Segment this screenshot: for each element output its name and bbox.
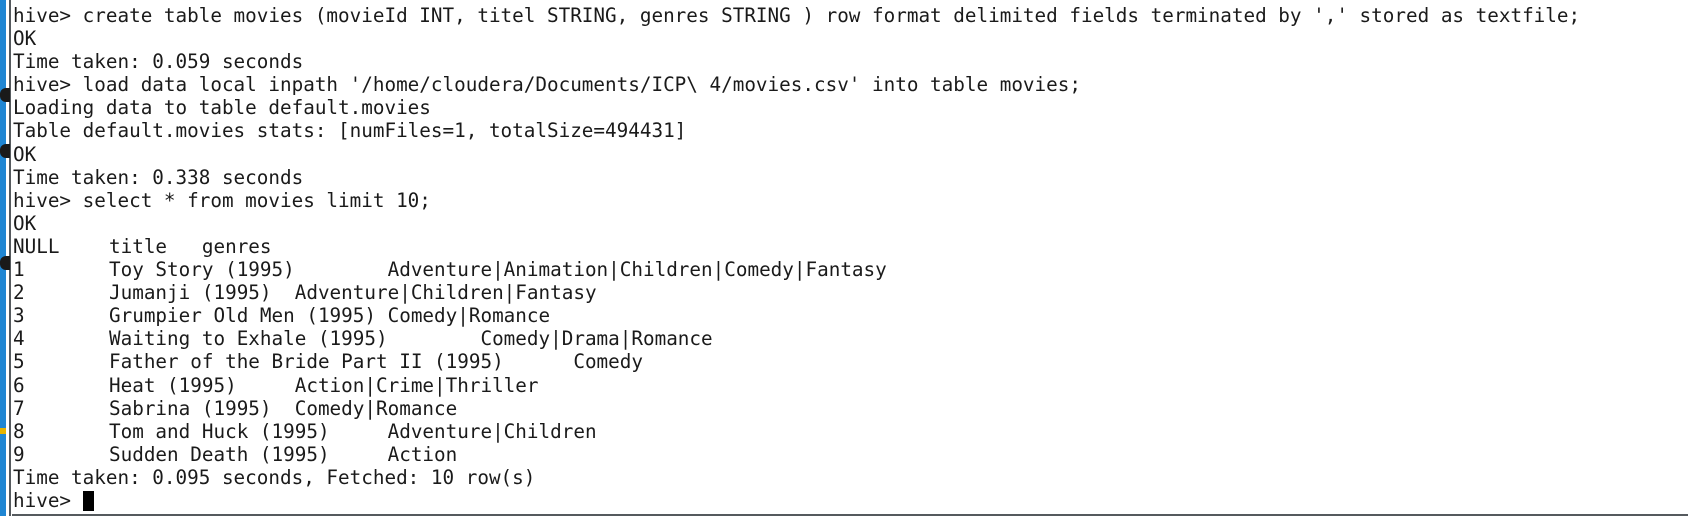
- result-row: 7 Sabrina (1995) Comedy|Romance: [13, 397, 1688, 420]
- result-row: 8 Tom and Huck (1995) Adventure|Children: [13, 420, 1688, 443]
- terminal-line: OK: [13, 211, 37, 235]
- result-rest-cell: Sudden Death (1995) Action: [109, 442, 458, 466]
- query-summary: Time taken: 0.095 seconds, Fetched: 10 r…: [13, 465, 536, 489]
- background-glyph: [0, 144, 10, 158]
- result-id-cell: 5: [13, 350, 25, 374]
- terminal-line: Time taken: 0.059 seconds: [13, 50, 304, 74]
- background-glyph: [0, 88, 10, 102]
- result-id-cell: 1: [13, 258, 25, 282]
- terminal-line: hive> create table movies (movieId INT, …: [13, 4, 1581, 27]
- result-rest-cell: Toy Story (1995) Adventure|Animation|Chi…: [109, 258, 887, 282]
- result-id-cell: 4: [13, 327, 25, 351]
- result-rest-cell: Father of the Bride Part II (1995) Comed…: [109, 350, 643, 374]
- result-row: 5 Father of the Bride Part II (1995) Come…: [13, 350, 1688, 373]
- result-rest-cell: Tom and Huck (1995) Adventure|Children: [109, 419, 597, 443]
- terminal-line: hive> select * from movies limit 10;: [13, 188, 431, 212]
- result-id-cell: 2: [13, 281, 25, 305]
- terminal-line: Table default.movies stats: [numFiles=1,…: [13, 119, 687, 143]
- result-rest-cell: Jumanji (1995) Adventure|Children|Fantas…: [109, 281, 597, 305]
- result-row: NULL title genres: [13, 235, 1688, 258]
- result-rest-cell: title genres: [109, 234, 272, 258]
- shell-prompt: hive>: [13, 488, 83, 512]
- terminal-line: Loading data to table default.movies: [13, 96, 431, 120]
- result-id-cell: NULL: [13, 234, 60, 258]
- result-row: 9 Sudden Death (1995) Action: [13, 443, 1688, 466]
- terminal-line: OK: [13, 142, 37, 166]
- terminal-window[interactable]: hive> create table movies (movieId INT, …: [12, 0, 1688, 516]
- result-id-cell: 9: [13, 442, 25, 466]
- result-row: 3 Grumpier Old Men (1995) Comedy|Romance: [13, 304, 1688, 327]
- result-row: 1 Toy Story (1995) Adventure|Animation|Ch…: [13, 258, 1688, 281]
- result-id-cell: 3: [13, 304, 25, 328]
- result-rest-cell: Heat (1995) Action|Crime|Thriller: [109, 373, 539, 397]
- result-rest-cell: Sabrina (1995) Comedy|Romance: [109, 396, 458, 420]
- result-id-cell: 8: [13, 419, 25, 443]
- result-rest-cell: Waiting to Exhale (1995) Comedy|Drama|Ro…: [109, 327, 713, 351]
- background-dot: [0, 428, 6, 434]
- result-row: 4 Waiting to Exhale (1995) Comedy|Drama|R…: [13, 327, 1688, 350]
- terminal-output[interactable]: hive> create table movies (movieId INT, …: [12, 0, 1688, 512]
- background-glyph: [0, 256, 10, 270]
- result-id-cell: 7: [13, 396, 25, 420]
- terminal-line: Time taken: 0.338 seconds: [13, 165, 304, 189]
- terminal-line: OK: [13, 27, 37, 51]
- result-row: 2 Jumanji (1995) Adventure|Children|Fanta…: [13, 281, 1688, 304]
- text-cursor[interactable]: [82, 490, 94, 511]
- result-id-cell: 6: [13, 373, 25, 397]
- result-row: 6 Heat (1995) Action|Crime|Thriller: [13, 374, 1688, 397]
- terminal-line: hive> load data local inpath '/home/clou…: [13, 73, 1081, 97]
- command-prompt-line[interactable]: hive>: [13, 489, 1688, 512]
- result-rest-cell: Grumpier Old Men (1995) Comedy|Romance: [109, 304, 551, 328]
- background-window-edge: [0, 0, 11, 516]
- window-border: [9, 0, 11, 516]
